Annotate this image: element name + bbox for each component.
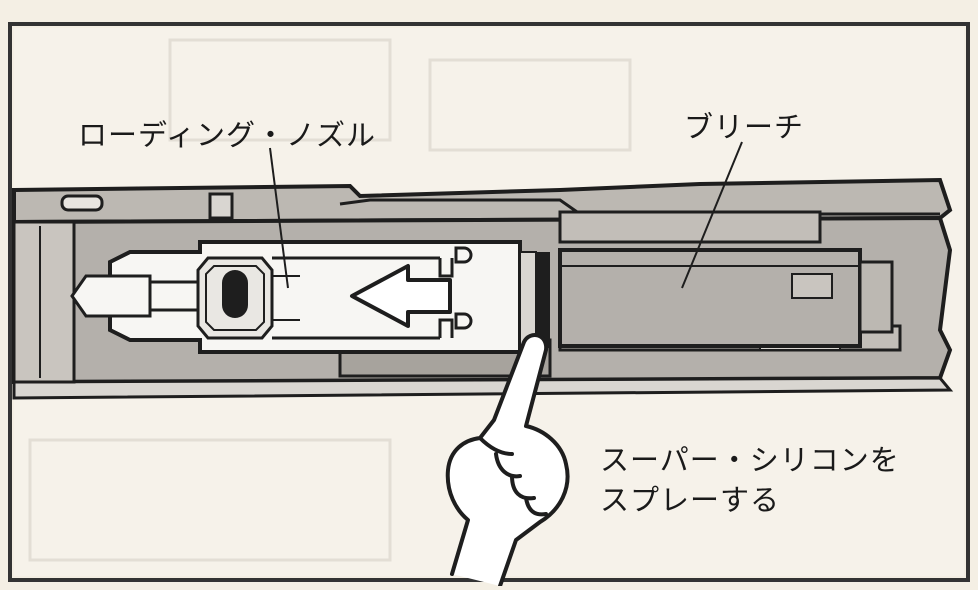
breech-leader-line <box>681 141 743 289</box>
breech <box>558 248 894 348</box>
spray-instruction: スーパー・シリコンを スプレーする <box>600 440 900 520</box>
breech-label: ブリーチ <box>684 110 805 144</box>
spray-instruction-line2: スプレーする <box>600 483 781 517</box>
loading-nozzle <box>70 240 522 354</box>
background-ghost-lines <box>28 38 632 562</box>
loading-nozzle-label: ローディング・ノズル <box>78 118 376 152</box>
pointing-hand-icon <box>445 333 570 588</box>
nozzle-leader-line <box>269 147 289 289</box>
spray-instruction-line1: スーパー・シリコンを <box>600 443 900 477</box>
direction-arrow-icon <box>350 264 452 328</box>
breech-spacer <box>536 252 550 348</box>
